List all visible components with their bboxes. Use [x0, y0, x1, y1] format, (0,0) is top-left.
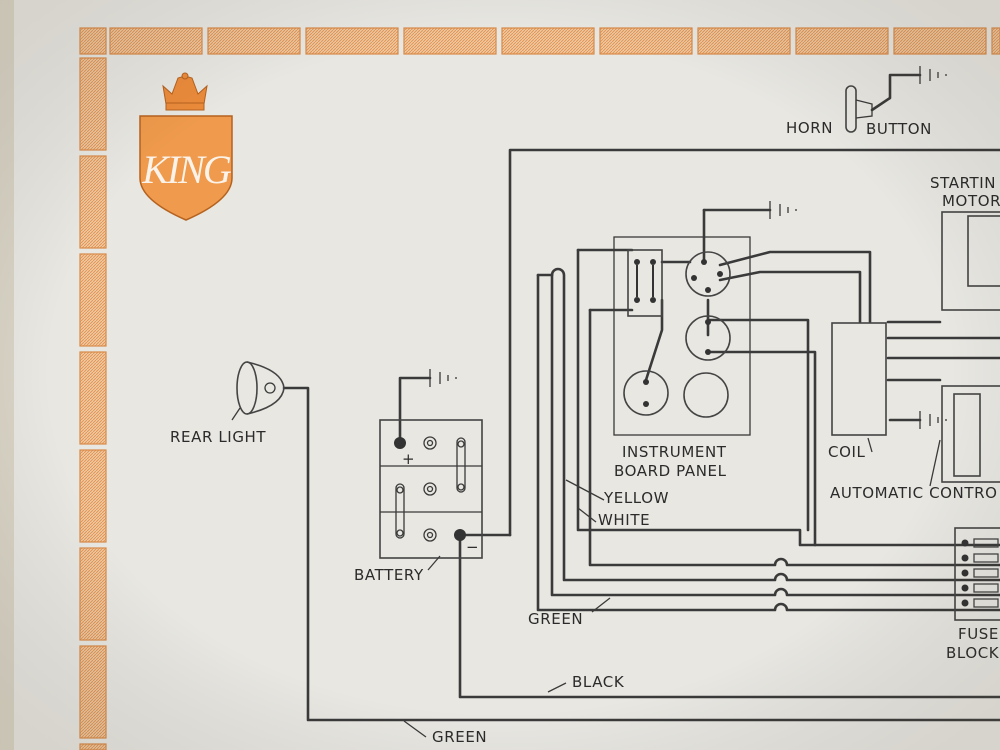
green-wire-label: GREEN: [528, 610, 583, 628]
board-panel-label: BOARD PANEL: [614, 462, 727, 480]
border-tile: [991, 27, 1000, 55]
fuse-terminal: [961, 584, 969, 592]
battery-plus-label: +: [402, 450, 415, 468]
border-tile: [893, 27, 987, 55]
border-tile: [79, 449, 107, 543]
instrument-label: INSTRUMENT: [622, 443, 727, 461]
block-label: BLOCK: [946, 644, 1000, 662]
battery-minus-label: −: [466, 538, 479, 556]
black-wire-label: BLACK: [572, 673, 625, 691]
border-tile: [79, 351, 107, 445]
fuse-terminal: [961, 599, 969, 607]
logo-text: KING: [141, 147, 232, 192]
border-tile: [79, 155, 107, 249]
border-tile: [79, 57, 107, 151]
rear-light-label: REAR LIGHT: [170, 428, 266, 446]
starting-label: STARTIN: [930, 174, 996, 192]
border-tile: [109, 27, 203, 55]
fuse-terminal: [961, 539, 969, 547]
button-label: BUTTON: [866, 120, 932, 138]
border-tile: [79, 547, 107, 641]
coil-label: COIL: [828, 443, 866, 461]
motor-label: MOTOR: [942, 192, 1000, 210]
border-tile: [79, 645, 107, 739]
white-wire-label: WHITE: [598, 511, 650, 529]
fuse-terminal: [961, 569, 969, 577]
green-bottom-wire-label: GREEN: [432, 728, 487, 746]
horn-label: HORN: [786, 119, 833, 137]
fuse-label: FUSE: [958, 625, 999, 643]
border-tile: [697, 27, 791, 55]
border-tile: [599, 27, 693, 55]
battery-label: BATTERY: [354, 566, 424, 584]
fuse-terminal: [961, 554, 969, 562]
yellow-wire-label: YELLOW: [603, 489, 669, 507]
border-tile: [79, 253, 107, 347]
border-tile: [403, 27, 497, 55]
border-tile: [207, 27, 301, 55]
border-tile: [501, 27, 595, 55]
border-tile: [795, 27, 889, 55]
border-tile: [79, 743, 107, 750]
automatic-control-label: AUTOMATIC CONTRO: [830, 484, 998, 502]
border-tile: [305, 27, 399, 55]
paper-edge: [0, 0, 14, 750]
